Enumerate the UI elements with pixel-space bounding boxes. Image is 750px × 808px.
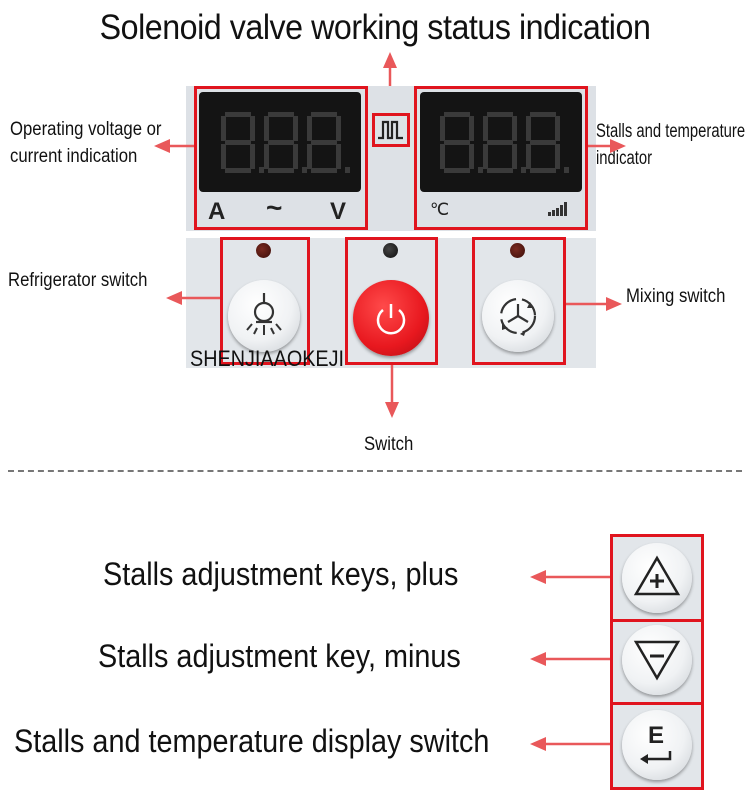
unit-tilde-label: ~ — [266, 192, 283, 223]
solenoid-indicator-highlight — [372, 113, 410, 147]
minus-key-highlight — [610, 619, 704, 705]
temperature-digits — [440, 112, 569, 173]
refrigerator-led — [256, 243, 271, 258]
refrigerator-button[interactable] — [228, 280, 300, 352]
power-led — [383, 243, 398, 258]
mixing-icon — [499, 297, 537, 336]
plus-triangle-icon — [633, 555, 681, 596]
unit-v-label: V — [330, 198, 347, 225]
display-switch-label: Stalls and temperature display switch — [14, 723, 490, 759]
temperature-label-line2: indicator — [596, 148, 653, 169]
minus-triangle-icon — [633, 640, 681, 681]
refrigerator-highlight — [220, 237, 310, 365]
refrigerator-label: Refrigerator switch — [8, 270, 148, 291]
voltage-digits — [221, 112, 350, 173]
display-switch-key-button[interactable] — [622, 710, 692, 780]
plus-key-highlight — [610, 534, 704, 622]
temperature-display-highlight — [414, 86, 588, 230]
mixing-label: Mixing switch — [626, 286, 726, 307]
unit-celsius-label: ℃ — [430, 200, 450, 219]
display-switch-highlight — [610, 702, 704, 790]
switch-label: Switch — [364, 434, 414, 455]
power-icon — [376, 304, 406, 335]
plus-key-label: Stalls adjustment keys, plus — [103, 556, 459, 592]
enter-arrow-icon — [640, 751, 672, 764]
minus-key-label: Stalls adjustment key, minus — [98, 638, 461, 674]
mixing-highlight — [472, 237, 566, 365]
bulb-icon — [246, 293, 282, 335]
diagram-title: Solenoid valve working status indication — [99, 8, 651, 47]
unit-a-label: A — [208, 198, 226, 225]
display-switch-letter: E — [648, 722, 665, 749]
power-highlight — [345, 237, 438, 365]
temperature-label-line1: Stalls and temperature — [596, 121, 746, 142]
minus-key-button[interactable] — [622, 625, 692, 695]
mixing-led — [510, 243, 525, 258]
voltage-label-line2: current indication — [10, 146, 138, 167]
signal-bars-icon — [548, 202, 567, 216]
voltage-display-highlight — [194, 86, 368, 230]
solenoid-pulse-icon — [378, 120, 403, 140]
voltage-label-line1: Operating voltage or — [10, 119, 162, 140]
section-divider — [8, 470, 742, 472]
watermark: SHENJIAAOKEJI — [190, 346, 345, 371]
